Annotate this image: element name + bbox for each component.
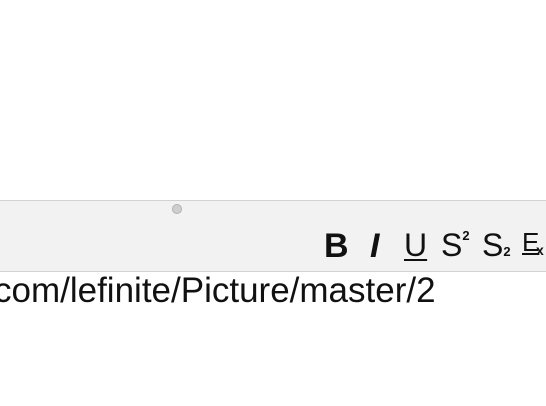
superscript-button[interactable]: S2 [441, 229, 470, 261]
editor-blank-area[interactable] [0, 0, 546, 200]
clear-format-icon: E [522, 227, 540, 257]
italic-button[interactable]: I [370, 227, 380, 265]
subscript-mark: 2 [503, 244, 511, 259]
formatting-toolbar: B I U S2 S2 E x [0, 200, 546, 272]
clear-format-x-mark: x [536, 242, 544, 258]
superscript-base: S [441, 227, 463, 263]
subscript-base: S [482, 227, 504, 263]
superscript-mark: 2 [462, 228, 470, 243]
editor-content-text[interactable]: com/lefinite/Picture/master/2 [0, 271, 436, 310]
underline-button[interactable]: U [404, 227, 428, 263]
subscript-button[interactable]: S2 [482, 229, 511, 261]
clear-format-button[interactable]: E x [522, 229, 546, 265]
resize-handle-icon[interactable] [172, 204, 182, 214]
bold-button[interactable]: B [324, 227, 349, 265]
